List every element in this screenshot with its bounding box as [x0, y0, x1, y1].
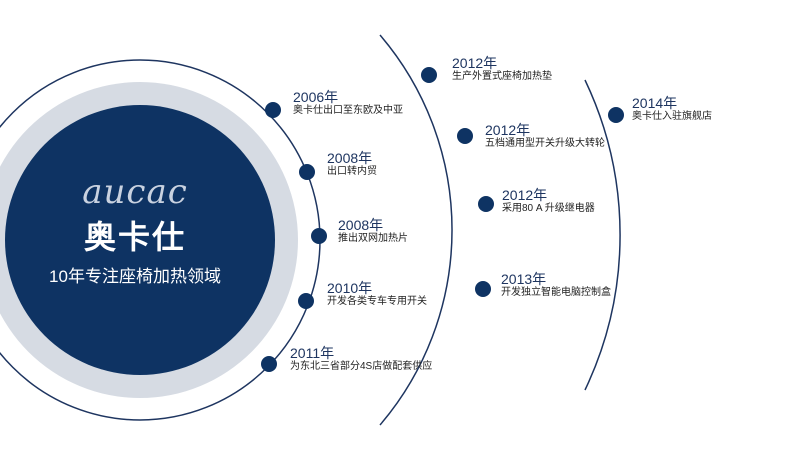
middle-arc [379, 34, 453, 426]
milestone-2008-b: 2008年 推出双网加热片 [338, 218, 408, 244]
milestone-desc: 生产外置式座椅加热垫 [452, 71, 552, 82]
brand-tagline: 10年专注座椅加热领域 [49, 267, 221, 286]
milestone-desc: 开发各类专车专用开关 [327, 296, 427, 307]
milestone-year: 2008年 [327, 150, 373, 166]
milestone-desc: 奥卡仕入驻旗舰店 [632, 111, 712, 122]
milestone-dot-2013 [475, 281, 491, 297]
milestone-dot-2014 [608, 107, 624, 123]
milestone-dot-2010 [298, 293, 314, 309]
milestone-dot-2012-b [457, 128, 473, 144]
milestone-year: 2011年 [290, 345, 335, 361]
milestone-2012-b: 2012年 五档通用型开关升级大转轮 [485, 123, 605, 149]
brand-name: 奥卡仕 [83, 219, 186, 255]
milestone-desc: 推出双网加热片 [338, 233, 408, 244]
milestone-year: 2013年 [501, 271, 547, 287]
milestone-desc: 为东北三省部分4S店做配套供应 [290, 361, 433, 372]
milestone-dot-2008-a [299, 164, 315, 180]
milestone-2012-a: 2012年 生产外置式座椅加热垫 [452, 56, 552, 82]
milestone-dot-2006 [265, 102, 281, 118]
milestone-year: 2008年 [338, 217, 384, 233]
milestone-desc: 五档通用型开关升级大转轮 [485, 138, 605, 149]
brand-logo: aucac [82, 172, 188, 212]
outer-arc [584, 79, 621, 391]
milestone-dot-2011 [261, 356, 277, 372]
milestone-2012-c: 2012年 采用80 A 升级继电器 [502, 188, 595, 214]
milestone-desc: 开发独立智能电脑控制盒 [501, 287, 611, 298]
milestone-desc: 出口转内贸 [327, 166, 377, 177]
milestone-year: 2012年 [452, 55, 498, 71]
milestone-2014: 2014年 奥卡仕入驻旗舰店 [632, 96, 712, 122]
milestone-2013: 2013年 开发独立智能电脑控制盒 [501, 272, 611, 298]
milestone-year: 2014年 [632, 95, 678, 111]
milestone-2010: 2010年 开发各类专车专用开关 [327, 281, 427, 307]
milestone-dot-2008-b [311, 228, 327, 244]
milestone-dot-2012-a [421, 67, 437, 83]
brand-disc [5, 105, 275, 375]
milestone-2011: 2011年 为东北三省部分4S店做配套供应 [290, 346, 432, 372]
milestone-2006: 2006年 奥卡仕出口至东欧及中亚 [293, 90, 403, 116]
milestone-year: 2006年 [293, 89, 339, 105]
milestone-year: 2012年 [485, 122, 531, 138]
milestone-2008-a: 2008年 出口转内贸 [327, 151, 377, 177]
milestone-desc: 奥卡仕出口至东欧及中亚 [293, 105, 403, 116]
milestone-year: 2012年 [502, 187, 548, 203]
milestone-desc: 采用80 A 升级继电器 [502, 203, 595, 214]
milestone-dot-2012-c [478, 196, 494, 212]
milestone-year: 2010年 [327, 280, 373, 296]
